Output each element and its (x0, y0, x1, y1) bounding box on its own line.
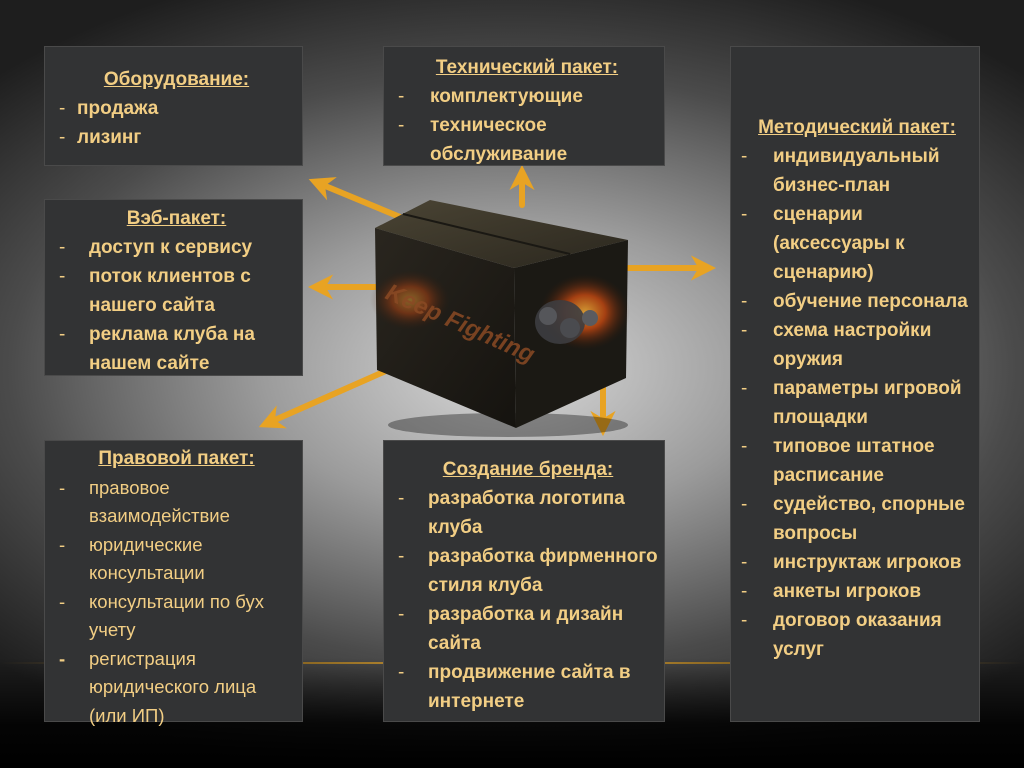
panel-brand-list: -разработка логотипа клуба -разработка ф… (398, 484, 658, 716)
list-item: -инструктаж игроков (741, 552, 962, 573)
list-item: -комплектующие (398, 86, 583, 107)
list-item: -индивидуальный бизнес-план (741, 146, 940, 196)
list-item: -обучение персонала (741, 291, 968, 312)
list-item: -сценарии (аксессуары к сценарию) (741, 204, 905, 283)
list-item: -техническое обслуживание (398, 115, 568, 165)
panel-brand: Создание бренда: -разработка логотипа кл… (383, 440, 665, 722)
panel-tech-list: -комплектующие -техническое обслуживание (398, 82, 656, 169)
list-item: -схема настройки оружия (741, 320, 932, 370)
list-item: -продвижение сайта в интернете (398, 662, 631, 712)
list-item: -консультации по бух учету (59, 590, 264, 641)
list-item: -реклама клуба на нашем сайте (59, 324, 255, 374)
panel-tech: Технический пакет: -комплектующие -техни… (383, 46, 665, 166)
panel-legal-list: -правовое взаимодействие -юридические ко… (59, 474, 294, 731)
keep-fighting-box: Keep Fighting (370, 200, 630, 437)
list-item: -правовое взаимодействие (59, 476, 230, 527)
list-item: -параметры игровой площадки (741, 378, 962, 428)
panel-legal-title: Правовой пакет: (98, 448, 255, 469)
panel-web: Вэб-пакет: -доступ к сервису -поток клие… (44, 199, 303, 376)
panel-method: Методический пакет: -индивидуальный бизн… (730, 46, 980, 722)
list-item: -судейство, спорные вопросы (741, 494, 965, 544)
panel-equipment-title: Оборудование: (103, 69, 250, 90)
list-item: -разработка логотипа клуба (398, 488, 625, 538)
panel-equipment: Оборудование: -продажа -лизинг (44, 46, 303, 166)
list-item: -поток клиентов с нашего сайта (59, 266, 251, 316)
panel-equipment-list: -продажа -лизинг (59, 94, 294, 152)
arrow-to-legal (258, 367, 391, 429)
list-item: -анкеты игроков (741, 581, 922, 602)
list-item: -разработка фирменного стиля клуба (398, 546, 658, 596)
list-item: -лизинг (59, 127, 142, 148)
panel-legal: Правовой пакет: -правовое взаимодействие… (44, 440, 303, 726)
list-item: -разработка и дизайн сайта (398, 604, 624, 654)
list-item: -доступ к сервису (59, 237, 253, 258)
panel-method-title: Методический пакет: (758, 117, 956, 138)
panel-web-title: Вэб-пакет: (126, 208, 227, 229)
panel-method-list: -индивидуальный бизнес-план -сценарии (а… (741, 142, 973, 664)
list-item: -юридические консультации (59, 533, 205, 584)
list-item: -договор оказания услуг (741, 610, 942, 660)
panel-brand-title: Создание бренда: (442, 459, 614, 480)
list-item: -типовое штатное расписание (741, 436, 935, 486)
list-item: -регистрация юридического лица (или ИП) (59, 647, 257, 726)
panel-web-list: -доступ к сервису -поток клиентов с наше… (59, 233, 294, 378)
list-item: -продажа (59, 98, 159, 119)
panel-tech-title: Технический пакет: (435, 57, 619, 78)
arrow-to-equipment (308, 177, 403, 220)
